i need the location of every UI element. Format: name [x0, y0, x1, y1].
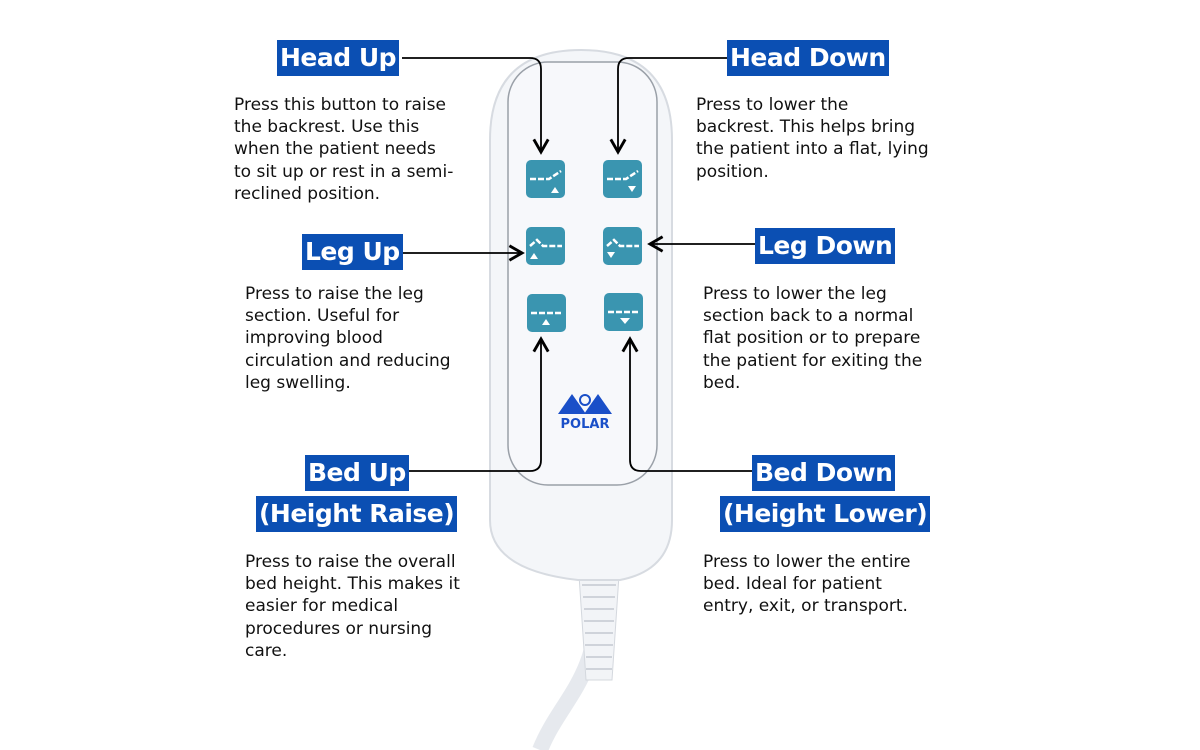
head-down-description: Press to lower the backrest. This helps … [696, 95, 929, 182]
leg-down-label: Leg Down [755, 228, 896, 264]
bed-down-button [604, 293, 643, 331]
leg-down-description: Press to lower the leg section back to a… [703, 284, 923, 393]
head-up-label: Head Up [277, 40, 400, 76]
bed-up-sublabel: (Height Raise) [256, 496, 458, 532]
leg-up-label: Leg Up [302, 234, 403, 270]
head-down-label: Head Down [727, 40, 889, 76]
head-up-description: Press this button to raise the backrest.… [234, 95, 454, 204]
bed-down-sublabel: (Height Lower) [720, 496, 931, 532]
remote-buttons [526, 160, 643, 332]
svg-text:POLAR: POLAR [561, 417, 610, 432]
bed-down-description: Press to lower the entire bed. Ideal for… [703, 552, 911, 617]
cord [532, 559, 621, 750]
bed-up-description: Press to raise the overall bed height. T… [245, 552, 460, 661]
leg-up-description: Press to raise the leg section. Useful f… [245, 284, 451, 393]
button-icons [529, 169, 639, 315]
bed-up-button [527, 294, 566, 332]
bed-up-label: Bed Up [305, 455, 409, 491]
connector-lines [402, 57, 755, 472]
bed-down-label: Bed Down [752, 455, 896, 491]
polar-logo: POLAR [558, 394, 612, 432]
